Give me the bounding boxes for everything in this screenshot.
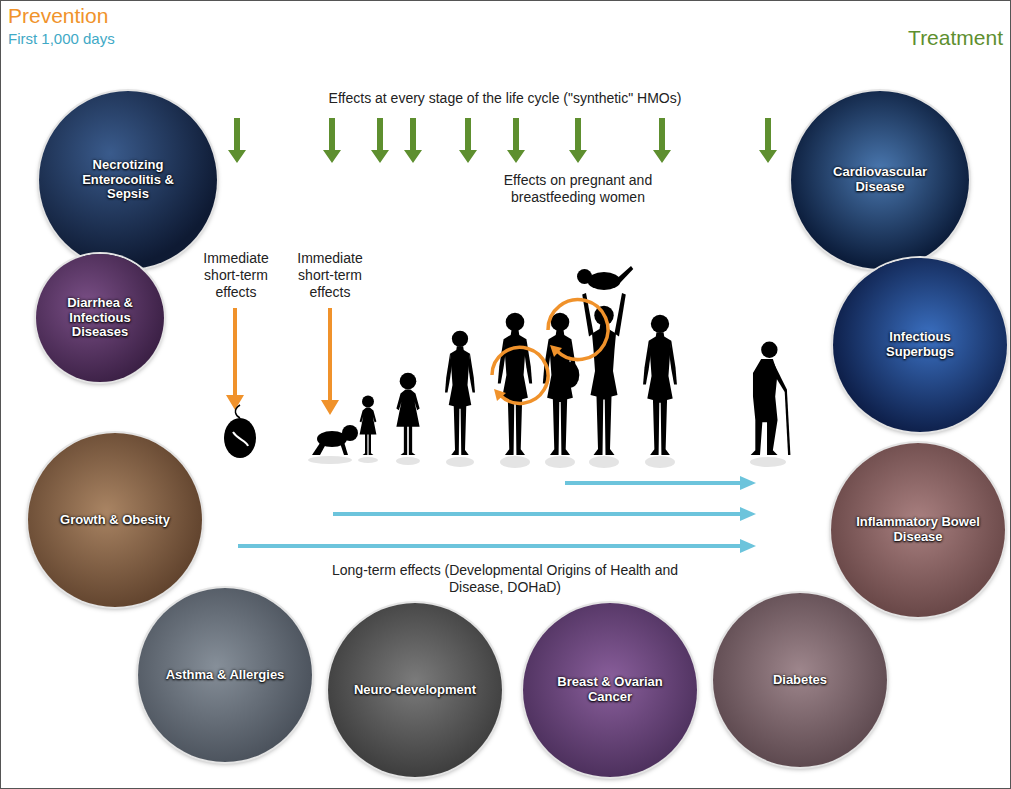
cycle-arrow-heads xyxy=(494,345,562,401)
circle-label: Necrotizing Enterocolitis & Sepsis xyxy=(61,158,195,202)
disease-circle: Diabetes xyxy=(713,593,887,767)
fetus-silhouette xyxy=(224,405,256,458)
green-arrow xyxy=(459,118,477,163)
long-term-arrow xyxy=(333,512,742,516)
circle-label: Diabetes xyxy=(735,673,866,688)
circle-label: Neuro-development xyxy=(350,683,481,698)
circle-label: Growth & Obesity xyxy=(50,513,181,528)
text-label: Long-term effects (Developmental Origins… xyxy=(305,562,705,596)
green-arrows xyxy=(228,118,777,163)
text-label: Immediate short-term effects xyxy=(193,250,279,301)
woman-silhouette xyxy=(498,313,532,455)
green-arrow xyxy=(569,118,587,163)
circle-label: Inflammatory Bowel Disease xyxy=(853,515,984,544)
long-term-arrows xyxy=(238,483,742,546)
text-label: Effects at every stage of the life cycle… xyxy=(245,90,765,107)
cycle-arrow xyxy=(548,300,608,360)
disease-circle: Necrotizing Enterocolitis & Sepsis xyxy=(39,91,217,269)
green-arrow xyxy=(323,118,341,163)
disease-circle: Asthma & Allergies xyxy=(138,588,312,762)
teen-silhouette xyxy=(445,331,475,455)
long-term-arrow xyxy=(238,544,742,548)
green-arrow xyxy=(228,118,246,163)
elder-silhouette xyxy=(751,342,790,455)
ground-reflections xyxy=(308,456,786,468)
girl-silhouette xyxy=(396,373,419,455)
disease-circle: Growth & Obesity xyxy=(28,433,202,607)
green-arrow xyxy=(759,118,777,163)
text-label: First 1,000 days xyxy=(8,30,228,48)
toddler-silhouette xyxy=(360,396,377,455)
cycle-arrows xyxy=(492,300,608,404)
text-label: Treatment xyxy=(873,25,1003,51)
green-arrow xyxy=(507,118,525,163)
cycle-arrow xyxy=(492,347,548,403)
green-arrow xyxy=(404,118,422,163)
long-term-arrow-heads xyxy=(740,476,756,553)
orange-arrows xyxy=(226,308,339,415)
life-cycle-silhouettes xyxy=(224,266,789,458)
circle-label: Asthma & Allergies xyxy=(160,668,291,683)
mother-baby-silhouette xyxy=(577,266,633,455)
disease-circle: Neuro-development xyxy=(328,603,502,777)
text-label: Effects on pregnant and breastfeeding wo… xyxy=(486,172,671,206)
disease-circle: Infectious Superbugs xyxy=(833,258,1007,432)
circle-label: Diarrhea & Infectious Diseases xyxy=(52,296,148,340)
text-label: Immediate short-term effects xyxy=(287,250,373,301)
woman-silhouette xyxy=(643,315,677,455)
long-term-arrow xyxy=(565,481,742,485)
disease-circle: Breast & Ovarian Cancer xyxy=(523,603,697,777)
orange-arrow xyxy=(226,308,244,410)
circle-label: Infectious Superbugs xyxy=(855,330,986,359)
orange-arrow xyxy=(321,308,339,415)
baby-silhouette xyxy=(312,425,358,455)
text-label: Prevention xyxy=(8,3,228,29)
green-arrow xyxy=(371,118,389,163)
circle-label: Cardiovascular Disease xyxy=(813,165,947,194)
disease-circle: Cardiovascular Disease xyxy=(791,91,969,269)
circle-label: Breast & Ovarian Cancer xyxy=(545,675,676,704)
green-arrow xyxy=(653,118,671,163)
disease-circle: Inflammatory Bowel Disease xyxy=(831,443,1005,617)
disease-circle: Diarrhea & Infectious Diseases xyxy=(36,254,164,382)
